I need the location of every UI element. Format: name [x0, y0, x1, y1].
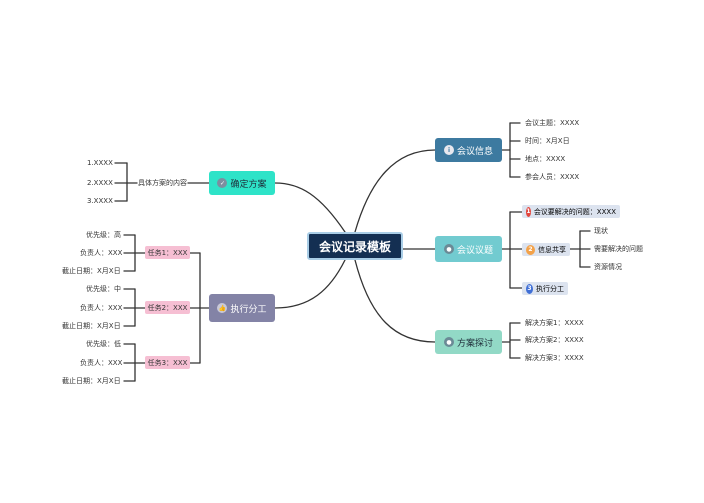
confirm-plan-item: 2.XXXX	[87, 179, 113, 187]
branch-execute[interactable]: 👍 执行分工	[209, 294, 275, 322]
plan-item: 解决方案3：XXXX	[525, 354, 584, 362]
topic-sub-problem[interactable]: 1 会议要解决的问题：XXXX	[522, 205, 620, 218]
confirm-plan-item: 1.XXXX	[87, 159, 113, 167]
task-1-priority: 优先级：高	[86, 231, 121, 239]
person-icon: ●	[443, 244, 454, 254]
edge-main-confirm	[274, 182, 346, 233]
info-share-item: 资源情况	[594, 263, 622, 271]
task-1-deadline: 截止日期：X月X日	[62, 267, 121, 275]
thumbs-up-icon: 👍	[217, 303, 228, 313]
task-2-tag[interactable]: 任务2：XXX	[145, 301, 190, 314]
central-topic[interactable]: 会议记录模板	[307, 232, 403, 260]
task-2-owner: 负责人：XXX	[80, 304, 123, 312]
task-3-deadline: 截止日期：X月X日	[62, 377, 121, 385]
meeting-info-item: 会议主题：XXXX	[525, 119, 580, 127]
topic-sub-label: 会议要解决的问题：XXXX	[533, 207, 616, 216]
topic-sub-execution[interactable]: 3 执行分工	[522, 282, 568, 295]
branch-meeting-info[interactable]: i 会议信息	[435, 138, 502, 162]
task-1-owner: 负责人：XXX	[80, 249, 123, 257]
person-icon: ●	[443, 337, 454, 347]
edge-main-meeting-info	[354, 149, 436, 233]
edge-main-execute	[274, 259, 346, 309]
info-icon: i	[443, 145, 454, 155]
number-3-icon: 3	[526, 283, 533, 294]
branch-label: 会议信息	[456, 146, 493, 157]
branch-label: 确定方案	[230, 179, 267, 190]
meeting-info-item: 时间：X月X日	[525, 137, 570, 145]
task-3-tag[interactable]: 任务3：XXX	[145, 356, 190, 369]
number-2-icon: 2	[526, 244, 535, 255]
topic-sub-label: 信息共享	[538, 245, 566, 254]
task-1-tag[interactable]: 任务1：XXX	[145, 246, 190, 259]
meeting-info-item: 地点：XXXX	[525, 155, 566, 163]
branch-plan-discussion[interactable]: ● 方案探讨	[435, 330, 502, 354]
confirm-plan-item: 3.XXXX	[87, 197, 113, 205]
task-3-owner: 负责人：XXX	[80, 359, 123, 367]
number-1-icon: 1	[526, 206, 531, 217]
info-share-item: 需要解决的问题	[594, 245, 643, 253]
branch-label: 执行分工	[230, 304, 267, 315]
task-2-deadline: 截止日期：X月X日	[62, 322, 121, 330]
plan-item: 解决方案1：XXXX	[525, 319, 584, 327]
confirm-plan-detail: 具体方案的内容	[138, 179, 187, 187]
task-3-priority: 优先级：低	[86, 340, 121, 348]
branch-label: 方案探讨	[456, 338, 493, 349]
check-icon: ✓	[217, 178, 228, 188]
branch-meeting-topic[interactable]: ● 会议议题	[435, 236, 502, 262]
branch-confirm-plan[interactable]: ✓ 确定方案	[209, 171, 275, 195]
edge-main-plan-discussion	[354, 259, 436, 343]
meeting-info-item: 参会人员：XXXX	[525, 173, 580, 181]
topic-sub-label: 执行分工	[536, 284, 564, 293]
task-2-priority: 优先级：中	[86, 285, 121, 293]
plan-item: 解决方案2：XXXX	[525, 336, 584, 344]
info-share-item: 现状	[594, 227, 608, 235]
branch-label: 会议议题	[456, 245, 493, 256]
topic-sub-info-share[interactable]: 2 信息共享	[522, 243, 570, 256]
